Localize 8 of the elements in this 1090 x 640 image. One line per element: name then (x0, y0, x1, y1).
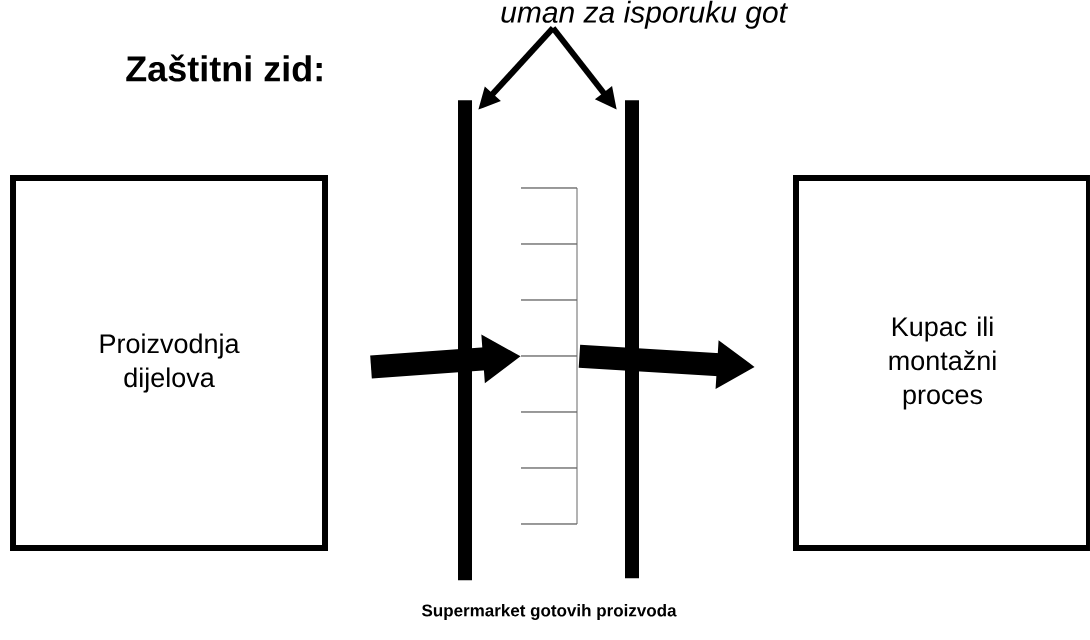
process-box: Proizvodnja dijelova (10, 175, 328, 551)
process-box: Kupac ili montažni proces (793, 175, 1090, 551)
shelf-drawing (520, 187, 578, 525)
callout-text: uman za isporuku got (501, 0, 788, 29)
heading: Zaštitni zid: (126, 54, 322, 82)
wall-bar (625, 100, 639, 579)
wall-bar (458, 100, 472, 581)
caption: Supermarket gotovih proizvoda (421, 604, 677, 620)
